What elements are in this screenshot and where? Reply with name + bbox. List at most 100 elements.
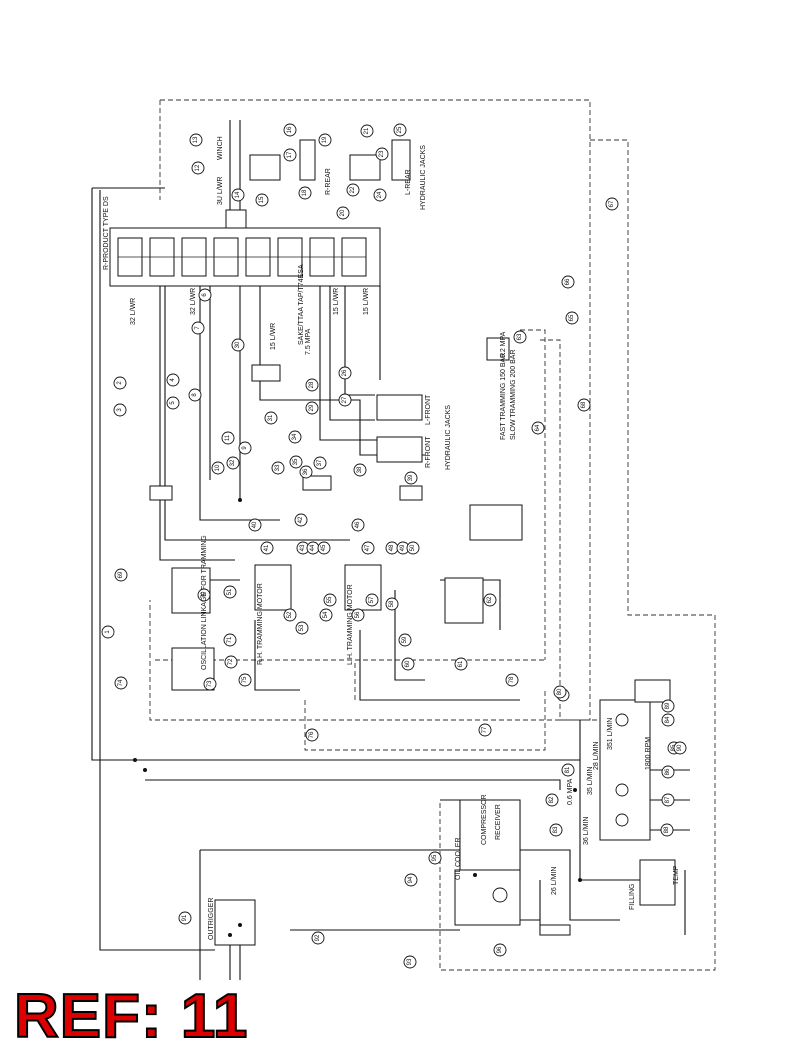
valve-bank [109, 209, 381, 287]
callout-group: 1234567891011121314151617181920212223242… [101, 123, 687, 969]
label-slow-tramming: SLOW TRAMMING 200 BAR [510, 349, 517, 440]
callout-3: 3 [113, 403, 127, 417]
callout-number: 29 [309, 404, 315, 411]
callout-78: 78 [505, 673, 519, 687]
callout-21: 21 [360, 124, 374, 138]
callout-88: 88 [660, 823, 674, 837]
callout-58: 58 [385, 597, 399, 611]
callout-73: 73 [203, 677, 217, 691]
callout-54: 54 [319, 608, 333, 622]
callout-number: 47 [365, 544, 371, 551]
label-line-36: 36 L/MIN [583, 817, 590, 845]
callout-45: 45 [317, 541, 331, 555]
callout-number: 3 [117, 408, 123, 412]
callout-number: 70 [201, 591, 207, 598]
callout-number: 43 [300, 544, 306, 551]
label-pressure-1: 0.2 MPA [500, 331, 507, 358]
callout-number: 58 [389, 600, 395, 607]
callout-number: 81 [565, 766, 571, 773]
callout-15: 15 [255, 193, 269, 207]
callout-number: 91 [182, 914, 188, 921]
callout-38: 38 [353, 463, 367, 477]
callout-number: 35 [293, 458, 299, 465]
pipe-lines [91, 120, 690, 980]
callout-number: 6 [202, 293, 208, 297]
callout-number: 95 [432, 854, 438, 861]
callout-number: 66 [565, 278, 571, 285]
callout-48: 48 [385, 541, 399, 555]
callout-36: 36 [299, 465, 313, 479]
label-r-front: R-FRONT [425, 436, 432, 468]
callout-26: 26 [338, 366, 352, 380]
callout-53: 53 [295, 621, 309, 635]
callout-number: 46 [355, 521, 361, 528]
callout-11: 11 [221, 431, 235, 445]
callout-number: 92 [315, 934, 321, 941]
callout-76: 76 [305, 728, 319, 742]
callout-71: 71 [223, 633, 237, 647]
callout-number: 18 [302, 189, 308, 196]
callout-number: 40 [252, 521, 258, 528]
callout-52: 52 [283, 608, 297, 622]
jack-blocks [249, 139, 423, 463]
callout-number: 1 [105, 630, 111, 634]
label-outrigger: OUTRIGGER [208, 898, 215, 940]
label-line-351: 351 L/MIN [607, 718, 614, 750]
callout-18: 18 [298, 186, 312, 200]
label-oil-cooler: OIL COOLER [455, 837, 462, 880]
callout-number: 15 [259, 196, 265, 203]
callout-65: 65 [565, 311, 579, 325]
callout-32: 32 [226, 456, 240, 470]
label-r-rear: R-REAR [325, 168, 332, 195]
callout-number: 86 [665, 768, 671, 775]
callout-number: 44 [310, 544, 316, 551]
callout-69: 69 [114, 568, 128, 582]
callout-59: 59 [398, 633, 412, 647]
callout-number: 4 [170, 378, 176, 382]
callout-41: 41 [260, 541, 274, 555]
callout-16: 16 [283, 123, 297, 137]
callout-number: 25 [397, 126, 403, 133]
callout-51: 51 [223, 585, 237, 599]
callout-9: 9 [238, 441, 252, 455]
callout-66: 66 [561, 275, 575, 289]
callout-number: 64 [535, 424, 541, 431]
callout-number: 11 [225, 434, 231, 441]
callout-number: 32 [230, 459, 236, 466]
callout-number: 73 [207, 680, 213, 687]
label-hydraulic-jacks-top: HYDRAULIC JACKS [420, 145, 427, 210]
callout-31: 31 [264, 411, 278, 425]
callout-number: 68 [581, 401, 587, 408]
label-line-28: 28 L/MIN [593, 742, 600, 770]
callout-number: 71 [227, 636, 233, 643]
label-line-32b: 32 L/WR [190, 288, 197, 315]
callout-number: 77 [482, 726, 488, 733]
callout-29: 29 [305, 401, 319, 415]
label-winch: WINCH [217, 136, 224, 160]
callout-number: 45 [321, 544, 327, 551]
callout-86: 86 [661, 765, 675, 779]
callout-5: 5 [166, 396, 180, 410]
callout-68: 68 [577, 398, 591, 412]
callout-8: 8 [188, 388, 202, 402]
callout-96: 96 [493, 943, 507, 957]
callout-72: 72 [224, 655, 238, 669]
callout-number: 42 [298, 516, 304, 523]
callout-number: 33 [275, 464, 281, 471]
callout-number: 60 [405, 660, 411, 667]
callout-number: 87 [665, 796, 671, 803]
label-receiver: RECEIVER [495, 804, 502, 840]
callout-2: 2 [113, 376, 127, 390]
callout-30: 30 [231, 338, 245, 352]
callout-number: 8 [192, 393, 198, 397]
callout-number: 67 [609, 200, 615, 207]
callout-number: 50 [410, 544, 416, 551]
callout-89: 89 [661, 699, 675, 713]
callout-14: 14 [231, 188, 245, 202]
callout-62: 62 [483, 593, 497, 607]
callout-number: 31 [268, 414, 274, 421]
label-tramming-motor-l: L.H. TRAMMING MOTOR [347, 584, 354, 665]
callout-number: 83 [553, 826, 559, 833]
label-rpm: 1800 RPM [645, 737, 652, 770]
label-line-15b: 15 L/WR [333, 288, 340, 315]
